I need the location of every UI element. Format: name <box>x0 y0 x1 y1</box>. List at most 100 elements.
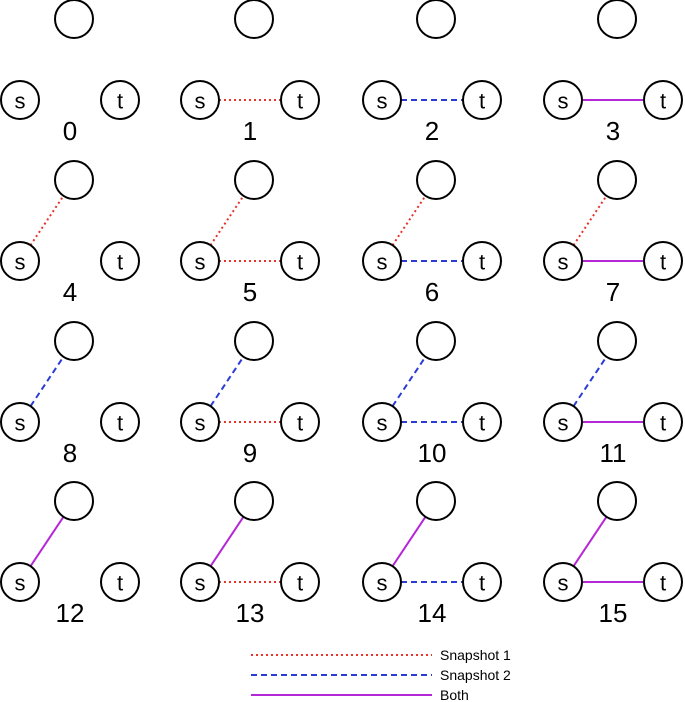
legend-item-snapshot2: Snapshot 2 <box>251 667 511 683</box>
edge-s-top <box>29 195 65 246</box>
target-node-label: t <box>660 571 666 596</box>
top-node <box>597 321 637 361</box>
source-node-circle <box>0 402 40 442</box>
panel-13: s t 13 <box>180 481 320 628</box>
panel-12: s t 12 <box>0 481 140 628</box>
top-node <box>597 481 637 521</box>
panel-number: 11 <box>600 438 627 468</box>
top-node <box>234 160 274 200</box>
source-node-circle <box>180 402 220 442</box>
target-node: t <box>643 562 683 602</box>
top-node-circle <box>416 481 456 521</box>
top-node <box>597 0 637 39</box>
target-node: t <box>462 402 502 442</box>
source-node-label: s <box>377 571 388 596</box>
source-node-circle <box>180 241 220 281</box>
target-node-circle <box>100 402 140 442</box>
top-node-circle <box>597 481 637 521</box>
edge-s-top <box>209 356 245 407</box>
top-node-circle <box>54 321 94 361</box>
target-node: t <box>280 562 320 602</box>
source-node-circle <box>0 80 40 120</box>
top-node-circle <box>234 321 274 361</box>
target-node-label: t <box>479 250 485 275</box>
target-node-circle <box>280 562 320 602</box>
top-node <box>416 321 456 361</box>
source-node: s <box>180 80 220 120</box>
source-node-label: s <box>377 411 388 436</box>
top-node <box>234 0 274 39</box>
target-node-label: t <box>479 571 485 596</box>
edge-s-top <box>391 195 427 246</box>
top-node-circle <box>54 0 94 39</box>
target-node-label: t <box>117 571 123 596</box>
edge-s-top <box>209 195 245 246</box>
source-node: s <box>0 562 40 602</box>
target-node-label: t <box>479 89 485 114</box>
source-node-label: s <box>15 411 26 436</box>
source-node-label: s <box>15 571 26 596</box>
top-node <box>416 0 456 39</box>
target-node-circle <box>100 241 140 281</box>
source-node-label: s <box>558 89 569 114</box>
target-node-label: t <box>297 89 303 114</box>
panel-number: 14 <box>418 598 447 628</box>
source-node-label: s <box>377 250 388 275</box>
source-node-label: s <box>195 571 206 596</box>
source-node-circle <box>180 562 220 602</box>
source-node: s <box>362 241 402 281</box>
source-node: s <box>362 402 402 442</box>
target-node: t <box>280 241 320 281</box>
top-node-circle <box>416 160 456 200</box>
target-node: t <box>280 80 320 120</box>
target-node-label: t <box>297 411 303 436</box>
top-node <box>54 160 94 200</box>
top-node-circle <box>597 160 637 200</box>
top-node <box>597 160 637 200</box>
target-node: t <box>462 562 502 602</box>
target-node-label: t <box>660 250 666 275</box>
target-node: t <box>100 402 140 442</box>
top-node-circle <box>416 321 456 361</box>
target-node-circle <box>100 80 140 120</box>
source-node-circle <box>543 241 583 281</box>
top-node-circle <box>54 481 94 521</box>
target-node-circle <box>462 241 502 281</box>
source-node-label: s <box>558 411 569 436</box>
top-node <box>416 481 456 521</box>
target-node-circle <box>280 80 320 120</box>
target-node-label: t <box>297 571 303 596</box>
panel-number: 15 <box>599 598 628 628</box>
top-node <box>234 481 274 521</box>
target-node-label: t <box>117 89 123 114</box>
source-node-label: s <box>377 89 388 114</box>
target-node-label: t <box>117 411 123 436</box>
panel-number: 4 <box>63 277 77 307</box>
target-node: t <box>643 402 683 442</box>
target-node-circle <box>643 80 683 120</box>
source-node: s <box>543 241 583 281</box>
top-node-circle <box>234 160 274 200</box>
target-node-circle <box>462 402 502 442</box>
panel-number: 12 <box>56 598 85 628</box>
target-node-circle <box>643 402 683 442</box>
panel-11: s t 11 <box>543 321 683 468</box>
target-node: t <box>462 80 502 120</box>
top-node-circle <box>234 481 274 521</box>
source-node-circle <box>362 562 402 602</box>
source-node: s <box>362 80 402 120</box>
source-node-label: s <box>558 250 569 275</box>
panel-number: 13 <box>236 598 265 628</box>
panel-number: 6 <box>425 277 439 307</box>
edge-s-top <box>391 356 427 407</box>
source-node: s <box>0 80 40 120</box>
